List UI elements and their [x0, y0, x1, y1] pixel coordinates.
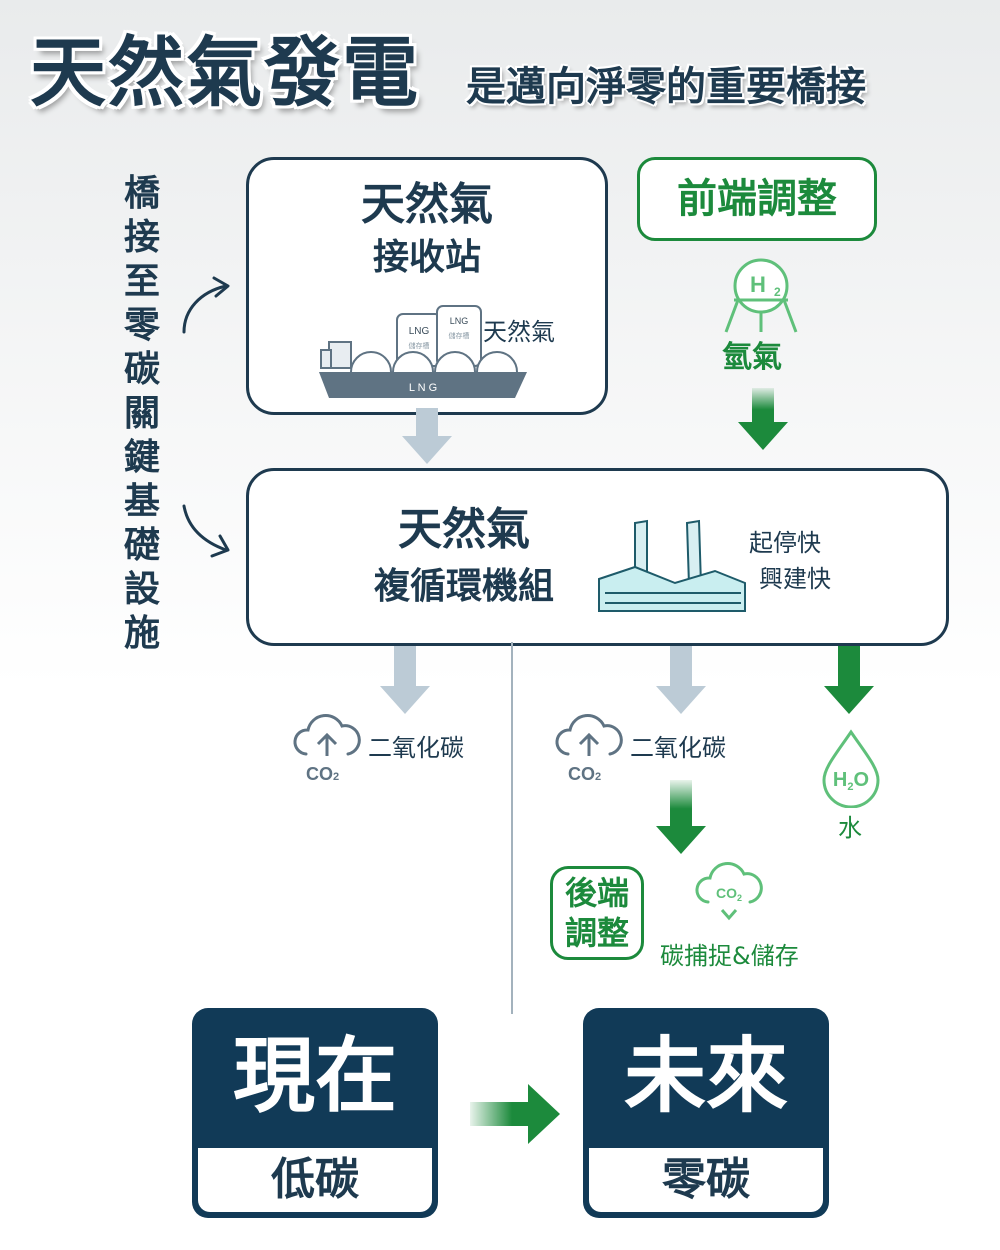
co2-cloud-icon — [293, 714, 361, 756]
gray-arrow-down-mid-icon — [656, 646, 706, 714]
now-subtitle: 低碳 — [198, 1148, 432, 1212]
side-arrows — [182, 276, 230, 558]
green-arrow-right-icon — [470, 1084, 560, 1144]
green-arrow-down-water-icon — [824, 646, 874, 714]
tank-label: LNG — [409, 326, 430, 337]
co2-label-right: 二氧化碳 — [630, 734, 726, 762]
ccgt-note-1: 起停快 — [749, 529, 821, 557]
h2-subscript: 2 — [774, 285, 781, 299]
gray-arrow-down-icon — [402, 408, 452, 464]
page-subtitle: 是邁向淨零的重要橋接 — [466, 64, 866, 110]
tank-label-2: LNG — [450, 316, 469, 326]
now-future-divider — [511, 642, 513, 1014]
co2-cloud-icon-right — [555, 714, 623, 756]
hydrogen-icon: H 2 — [724, 258, 798, 333]
h2-symbol: H — [750, 272, 766, 297]
combined-cycle-box: 天然氣 複循環機組 起停快 興建快 — [246, 468, 949, 646]
frontend-adjustment-badge: 前端調整 — [637, 157, 877, 241]
ccgt-subtitle: 複循環機組 — [373, 566, 554, 607]
co2-symbol-left: CO2 — [306, 764, 340, 784]
now-title: 現在 — [232, 1029, 397, 1124]
future-tile: 未來 零碳 — [583, 1008, 829, 1218]
tank-sub-2: 儲存槽 — [449, 331, 470, 340]
h2-label: 氫氣 — [722, 340, 782, 375]
water-drop-icon: H2O — [822, 729, 880, 808]
tank-sub: 儲存槽 — [409, 341, 430, 350]
lng-terminal-box: 天然氣 接收站 LNG LNG 儲存槽 儲存槽 L N G 天然氣 — [246, 157, 608, 415]
carbon-capture-icon: CO2 — [695, 862, 763, 921]
water-label: 水 — [838, 814, 862, 842]
backend-adjustment-badge: 後端 調整 — [550, 866, 644, 960]
curve-arrow-up-icon — [182, 284, 228, 334]
lng-ship-icon: LNG LNG 儲存槽 儲存槽 L N G — [319, 305, 527, 398]
ccs-label: 碳捕捉&儲存 — [660, 942, 799, 970]
gray-arrow-down-left-icon — [380, 646, 430, 714]
green-arrow-down-ccs-icon — [656, 780, 706, 854]
ship-label: L N G — [409, 382, 437, 394]
backend-line-1: 後端 — [564, 874, 629, 912]
curve-arrow-down-icon — [182, 504, 228, 552]
terminal-subtitle: 接收站 — [372, 237, 481, 278]
backend-line-2: 調整 — [564, 914, 629, 952]
co2-symbol-right: CO2 — [568, 764, 602, 784]
future-subtitle: 零碳 — [589, 1148, 823, 1212]
water-symbol: H2O — [833, 769, 869, 793]
page-title: 天然氣發電 — [30, 28, 420, 117]
gas-label: 天然氣 — [483, 318, 555, 346]
green-arrow-down-icon — [738, 388, 788, 450]
ccs-symbol: CO2 — [716, 885, 742, 903]
ccgt-note-2: 興建快 — [759, 565, 831, 593]
frontend-label: 前端調整 — [677, 176, 837, 222]
co2-label-left: 二氧化碳 — [368, 734, 464, 762]
side-label: 橋接至零碳關鍵基礎設施 — [123, 173, 160, 654]
ccgt-title: 天然氣 — [398, 504, 530, 555]
power-plant-icon — [598, 519, 746, 612]
now-tile: 現在 低碳 — [192, 1008, 438, 1218]
future-title: 未來 — [623, 1029, 788, 1124]
terminal-title: 天然氣 — [361, 179, 493, 230]
